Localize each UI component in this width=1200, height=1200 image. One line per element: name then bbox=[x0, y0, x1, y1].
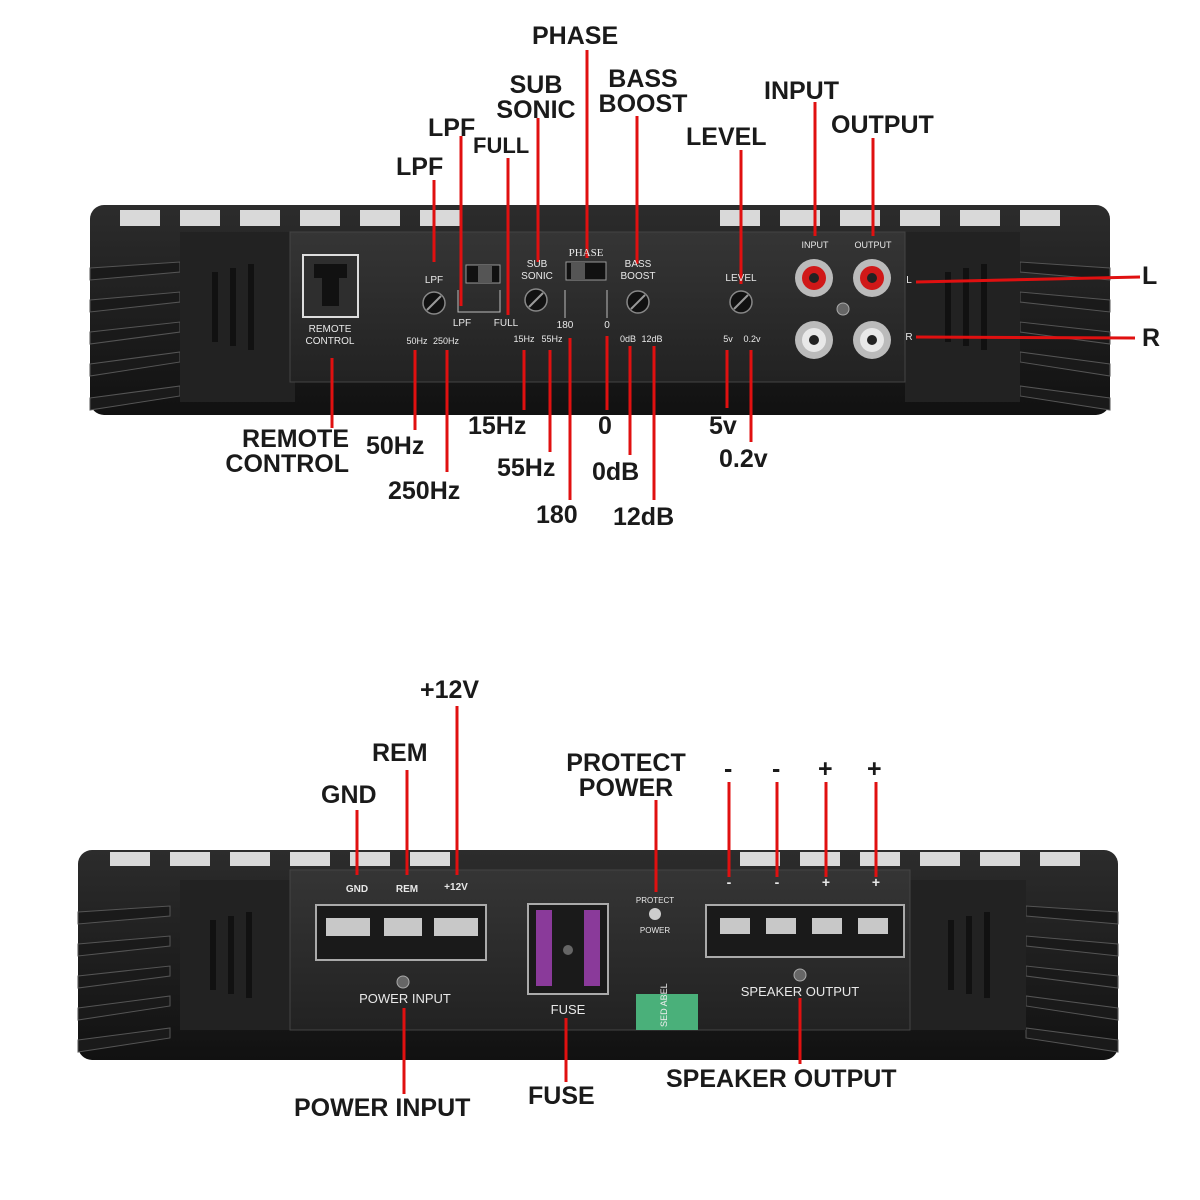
callout-minus-2: - bbox=[772, 755, 781, 783]
callout-250hz: 250Hz bbox=[388, 477, 461, 505]
panel-full-switch-label: FULL bbox=[493, 318, 519, 329]
callout-minus-1: - bbox=[724, 755, 733, 783]
callout-plus-2: + bbox=[867, 755, 882, 783]
callout-50hz: 50Hz bbox=[366, 432, 425, 460]
panel-rem-label: REM bbox=[395, 884, 419, 895]
callout-l: L bbox=[1142, 262, 1158, 290]
panel-level-label: LEVEL bbox=[725, 273, 757, 284]
rca-input-left bbox=[795, 259, 833, 297]
callout-12db: 12dB bbox=[613, 503, 675, 531]
sticker-label: SED ABEL bbox=[658, 983, 669, 1027]
callout-r: R bbox=[1142, 324, 1161, 352]
callout-input: INPUT bbox=[764, 77, 839, 105]
panel-minus1-label: - bbox=[726, 874, 732, 890]
callout-subsonic: SUB SONIC bbox=[486, 73, 586, 123]
callout-phase: PHASE bbox=[532, 22, 619, 50]
panel-50hz-label: 50Hz bbox=[406, 336, 428, 346]
top-amplifier bbox=[89, 205, 1111, 415]
panel-power-input-label: POWER INPUT bbox=[359, 991, 451, 1006]
panel-12db-label: 12dB bbox=[641, 334, 663, 344]
callout-55hz: 55Hz bbox=[497, 454, 556, 482]
panel-sonic-line: SONIC bbox=[521, 270, 553, 282]
panel-output-label: OUTPUT bbox=[854, 240, 892, 250]
panel-180-label: 180 bbox=[556, 320, 574, 331]
callout-speaker-output: SPEAKER OUTPUT bbox=[666, 1065, 897, 1093]
callout-output: OUTPUT bbox=[831, 111, 934, 139]
panel-55hz-label: 55Hz bbox=[541, 334, 563, 344]
panel-remote-line1: REMOTE bbox=[308, 324, 352, 335]
panel-subsonic-label: SUB SONIC bbox=[521, 259, 553, 282]
callout-remote-line: REMOTE bbox=[242, 425, 349, 453]
callout-lpf-lower: LPF bbox=[396, 153, 444, 181]
panel-speaker-output-label: SPEAKER OUTPUT bbox=[740, 984, 860, 999]
panel-minus2-label: - bbox=[774, 874, 780, 890]
panel-bass-line: BASS bbox=[624, 259, 652, 270]
bottom-amplifier bbox=[77, 850, 1119, 1060]
rca-output-right bbox=[853, 321, 891, 359]
panel-bassboost-label: BASS BOOST bbox=[620, 259, 655, 282]
callout-sub-line: SUB bbox=[509, 71, 563, 99]
panel-fuse-label: FUSE bbox=[550, 1002, 586, 1017]
panel-boost-line: BOOST bbox=[620, 270, 656, 282]
panel-l-label: L bbox=[906, 275, 912, 286]
callout-gnd: GND bbox=[321, 781, 377, 809]
callout-control-line: CONTROL bbox=[225, 450, 349, 478]
callout-plus-1: + bbox=[818, 755, 833, 783]
callout-0db: 0dB bbox=[592, 458, 640, 486]
panel-phase-label: PHASE bbox=[568, 247, 604, 259]
panel-input-label: INPUT bbox=[801, 240, 829, 250]
callout-rem: REM bbox=[372, 739, 428, 767]
panel-12v-label: +12V bbox=[444, 882, 468, 893]
panel-lpf-switch-label: LPF bbox=[452, 318, 472, 329]
callout-boost-line: BOOST bbox=[598, 90, 688, 118]
callout-sonic-line: SONIC bbox=[496, 96, 576, 124]
panel-0db-label: 0dB bbox=[619, 334, 637, 344]
panel-0-label: 0 bbox=[604, 320, 610, 331]
callout-15hz: 15Hz bbox=[468, 412, 527, 440]
callout-5v: 5v bbox=[709, 412, 737, 440]
callout-protect-power: PROTECT POWER bbox=[556, 751, 696, 801]
panel-plus1-label: + bbox=[821, 874, 831, 890]
callout-full: FULL bbox=[473, 133, 530, 158]
leader-lines bbox=[330, 50, 1141, 1094]
panel-remote-label: REMOTE CONTROL bbox=[306, 324, 355, 347]
callout-0: 0 bbox=[598, 412, 612, 440]
panel-remote-line2: CONTROL bbox=[305, 335, 355, 347]
panel-sub-line: SUB bbox=[526, 259, 548, 270]
panel-5v-label: 5v bbox=[723, 334, 733, 344]
rca-output-left bbox=[853, 259, 891, 297]
callout-bassboost: BASS BOOST bbox=[591, 67, 695, 117]
callout-level: LEVEL bbox=[686, 123, 767, 151]
callout-protect-line: PROTECT bbox=[566, 749, 686, 777]
callout-power-line: POWER bbox=[578, 774, 674, 802]
panel-gnd-label: GND bbox=[345, 884, 369, 895]
callout-fuse: FUSE bbox=[528, 1082, 595, 1110]
callout-02v: 0.2v bbox=[719, 445, 768, 473]
panel-15hz-label: 15Hz bbox=[513, 334, 535, 344]
callout-180: 180 bbox=[536, 501, 578, 529]
callout-bass-line: BASS bbox=[608, 65, 678, 93]
panel-r-label: R bbox=[905, 332, 913, 343]
panel-protect-label: PROTECT bbox=[635, 896, 675, 905]
callout-12v: +12V bbox=[420, 676, 480, 704]
callout-lpf-upper: LPF bbox=[428, 114, 476, 142]
panel-power-label: POWER bbox=[639, 926, 671, 935]
panel-250hz-label: 250Hz bbox=[432, 336, 460, 346]
panel-plus2-label: + bbox=[871, 874, 881, 890]
panel-lpf-label: LPF bbox=[424, 275, 444, 286]
rca-input-right bbox=[795, 321, 833, 359]
callout-remote-control: REMOTE CONTROL bbox=[213, 427, 349, 477]
panel-02v-label: 0.2v bbox=[743, 334, 761, 344]
callout-power-input: POWER INPUT bbox=[294, 1094, 471, 1122]
